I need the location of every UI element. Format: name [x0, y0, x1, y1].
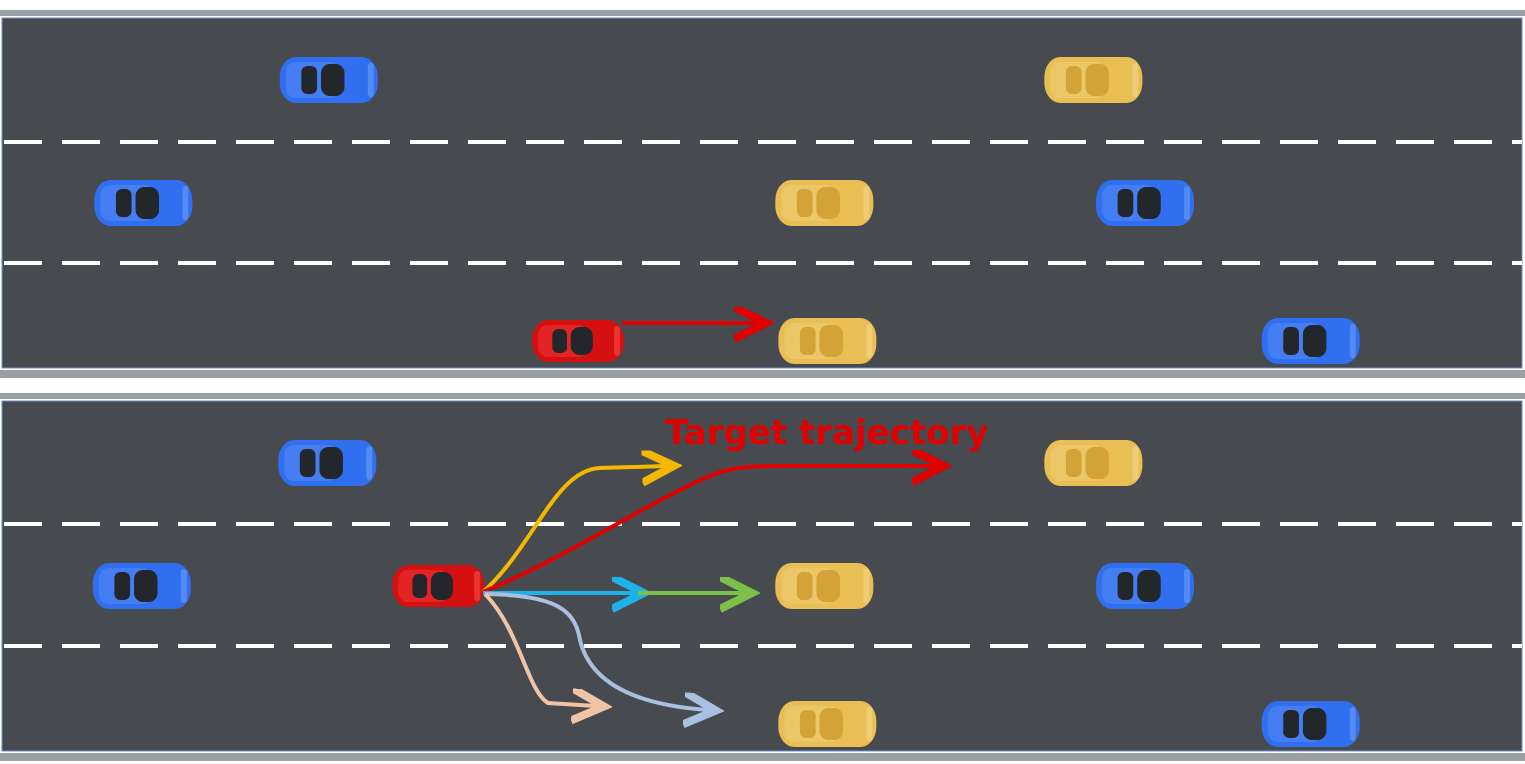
- bottom-road-surface: [1, 400, 1523, 752]
- car-rear-window: [1117, 572, 1134, 600]
- car-front: [1184, 186, 1191, 220]
- ego-car: [532, 320, 625, 362]
- car-front: [866, 707, 873, 741]
- top-cars-layer: [94, 57, 1360, 364]
- yellow-candidate: [481, 466, 666, 594]
- peach-candidate: [483, 592, 596, 706]
- car-windshield: [430, 572, 453, 600]
- car-windshield: [570, 327, 593, 355]
- car-windshield: [319, 447, 343, 479]
- car-windshield: [1302, 325, 1327, 357]
- top-bottom-edge-line: [0, 370, 1525, 378]
- car-front: [614, 326, 621, 356]
- target-trajectory: [482, 466, 936, 594]
- blue-car: [94, 180, 193, 226]
- car-front: [863, 569, 870, 603]
- target-trajectory-label: Target trajectory: [665, 413, 988, 453]
- car-rear-window: [301, 66, 318, 94]
- car-front: [866, 324, 873, 358]
- car-windshield: [1302, 708, 1327, 740]
- car-front: [474, 571, 481, 601]
- top-road-panel: [0, 10, 1525, 378]
- yellow-car: [1044, 57, 1143, 103]
- lightblue-candidate: [484, 592, 708, 710]
- yellow-car: [778, 701, 877, 747]
- car-front: [1132, 63, 1139, 97]
- top-edge-line: [0, 10, 1525, 16]
- car-rear-window: [796, 189, 813, 217]
- car-rear-window: [1065, 449, 1082, 477]
- car-rear-window: [799, 327, 816, 355]
- car-front: [863, 186, 870, 220]
- blue-car: [1261, 318, 1360, 364]
- car-windshield: [816, 570, 840, 602]
- car-rear-window: [796, 572, 813, 600]
- car-rear-window: [552, 329, 568, 353]
- yellow-car: [775, 180, 874, 226]
- blue-car: [279, 57, 378, 103]
- bottom-road-panel: Target trajectory: [0, 393, 1525, 761]
- car-rear-window: [114, 572, 131, 600]
- car-front: [182, 186, 189, 220]
- car-rear-window: [115, 189, 132, 217]
- car-front: [1184, 569, 1191, 603]
- car-windshield: [819, 325, 844, 357]
- car-windshield: [819, 708, 844, 740]
- car-rear-window: [1065, 66, 1082, 94]
- car-front: [366, 446, 373, 480]
- car-windshield: [1085, 447, 1110, 479]
- blue-car: [278, 440, 377, 486]
- car-windshield: [1085, 64, 1110, 96]
- car-windshield: [134, 570, 158, 602]
- car-rear-window: [1283, 710, 1299, 738]
- yellow-car: [1044, 440, 1143, 486]
- blue-car: [92, 563, 191, 609]
- top-road-surface: [1, 17, 1523, 369]
- car-windshield: [1137, 187, 1161, 219]
- car-rear-window: [299, 449, 316, 477]
- car-windshield: [320, 64, 345, 96]
- blue-car: [1096, 180, 1195, 226]
- car-rear-window: [1283, 327, 1299, 355]
- yellow-car: [778, 318, 877, 364]
- car-windshield: [1137, 570, 1161, 602]
- blue-car: [1096, 563, 1195, 609]
- ego-car: [392, 565, 485, 607]
- yellow-car: [775, 563, 874, 609]
- bottom-bottom-edge-line: [0, 753, 1525, 761]
- car-rear-window: [799, 710, 816, 738]
- car-front: [180, 569, 187, 603]
- bottom-edge-line: [0, 393, 1525, 399]
- bottom-cars-layer: [92, 440, 1360, 747]
- car-windshield: [816, 187, 840, 219]
- blue-car: [1261, 701, 1360, 747]
- car-rear-window: [412, 574, 428, 598]
- car-rear-window: [1117, 189, 1134, 217]
- car-windshield: [135, 187, 160, 219]
- car-front: [1349, 324, 1356, 358]
- car-front: [1132, 446, 1139, 480]
- car-front: [1349, 707, 1356, 741]
- car-front: [367, 63, 374, 97]
